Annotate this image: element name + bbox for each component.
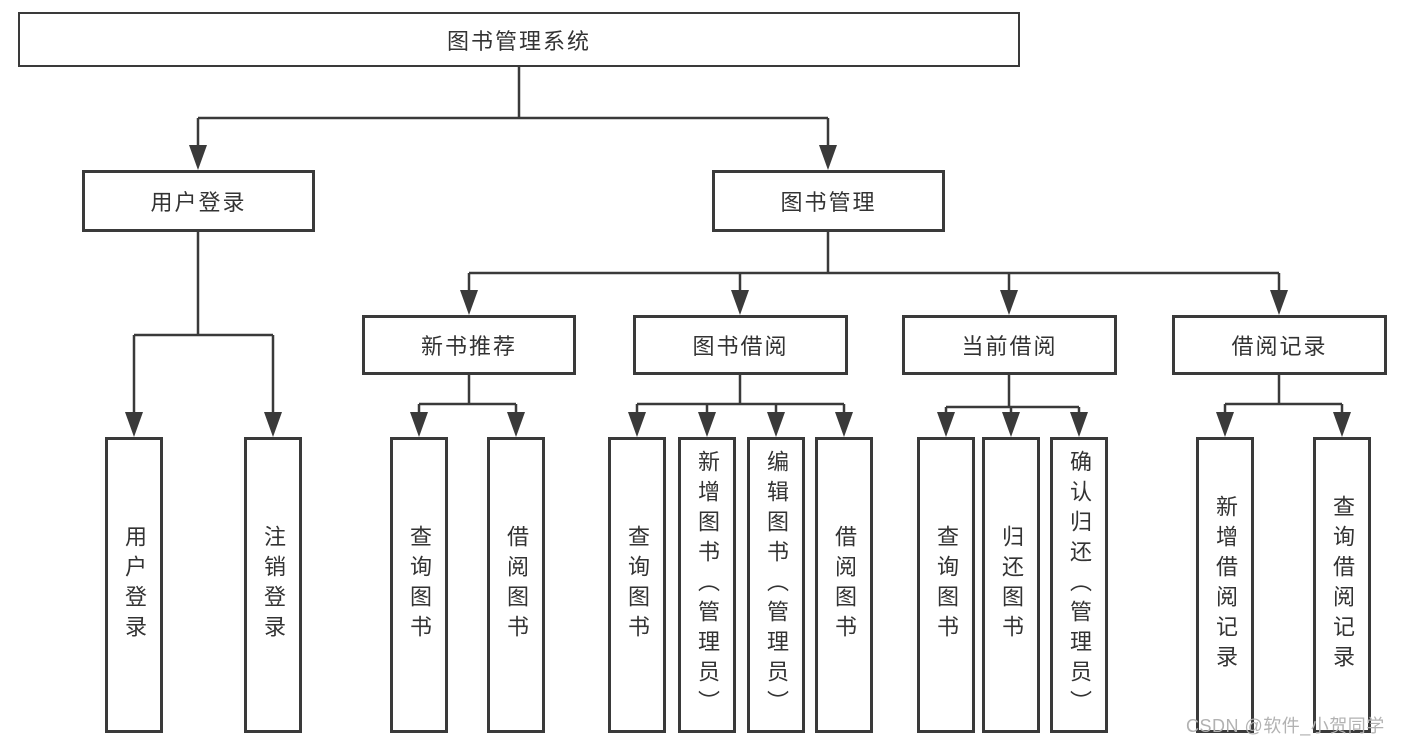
leaf-recommend-query-books: 查询图书 <box>390 437 448 733</box>
node-label: 新增借阅记录 <box>1213 495 1238 675</box>
node-borrow-records: 借阅记录 <box>1172 315 1387 375</box>
node-label: 归还图书 <box>999 525 1024 645</box>
node-label: 编辑图书（管理员） <box>764 450 789 720</box>
node-label: 图书管理 <box>780 190 877 215</box>
node-label: 图书管理系统 <box>446 28 591 54</box>
connector-recommend-children <box>417 375 518 414</box>
leaf-recommend-borrow-books: 借阅图书 <box>487 437 545 733</box>
leaf-logout: 注销登录 <box>244 437 302 733</box>
node-book-borrowing: 图书借阅 <box>633 315 848 375</box>
leaf-edit-books-admin: 编辑图书（管理员） <box>747 437 805 733</box>
node-label: 新书推荐 <box>420 334 517 359</box>
node-label: 新增图书（管理员） <box>695 450 720 720</box>
leaf-confirm-return-admin: 确认归还（管理员） <box>1050 437 1108 733</box>
leaf-borrowing-query-books: 查询图书 <box>608 437 666 733</box>
connector-records-children <box>1223 375 1344 414</box>
node-label: 当前借阅 <box>961 334 1058 359</box>
node-label: 查询借阅记录 <box>1330 495 1355 675</box>
node-label: 用户登录 <box>150 190 247 215</box>
node-label: 图书借阅 <box>692 334 789 359</box>
node-label: 确认归还（管理员） <box>1067 450 1092 720</box>
node-label: 查询图书 <box>407 525 432 645</box>
node-label: 查询图书 <box>934 525 959 645</box>
node-label: 借阅图书 <box>504 525 529 645</box>
leaf-add-borrow-record: 新增借阅记录 <box>1196 437 1254 733</box>
node-new-book-recommend: 新书推荐 <box>362 315 576 375</box>
connector-user-login-children <box>132 232 275 414</box>
node-label: 用户登录 <box>122 525 147 645</box>
node-current-borrowing: 当前借阅 <box>902 315 1117 375</box>
connector-root-to-level2 <box>196 67 830 147</box>
connector-current-children <box>944 375 1081 414</box>
leaf-add-books-admin: 新增图书（管理员） <box>678 437 736 733</box>
leaf-borrowing-borrow-books: 借阅图书 <box>815 437 873 733</box>
node-label: 借阅记录 <box>1231 334 1328 359</box>
node-label: 注销登录 <box>261 525 286 645</box>
node-root-library-system: 图书管理系统 <box>18 12 1020 67</box>
leaf-current-query-books: 查询图书 <box>917 437 975 733</box>
leaf-query-borrow-record: 查询借阅记录 <box>1313 437 1371 733</box>
connector-borrow-children <box>635 375 846 414</box>
node-label: 借阅图书 <box>832 525 857 645</box>
csdn-watermark: CSDN @软件_小贺同学 <box>1186 716 1385 736</box>
node-book-management: 图书管理 <box>712 170 945 232</box>
connector-book-mgmt-children <box>467 232 1281 292</box>
leaf-user-login: 用户登录 <box>105 437 163 733</box>
leaf-return-books: 归还图书 <box>982 437 1040 733</box>
node-label: 查询图书 <box>625 525 650 645</box>
node-user-login: 用户登录 <box>82 170 315 232</box>
